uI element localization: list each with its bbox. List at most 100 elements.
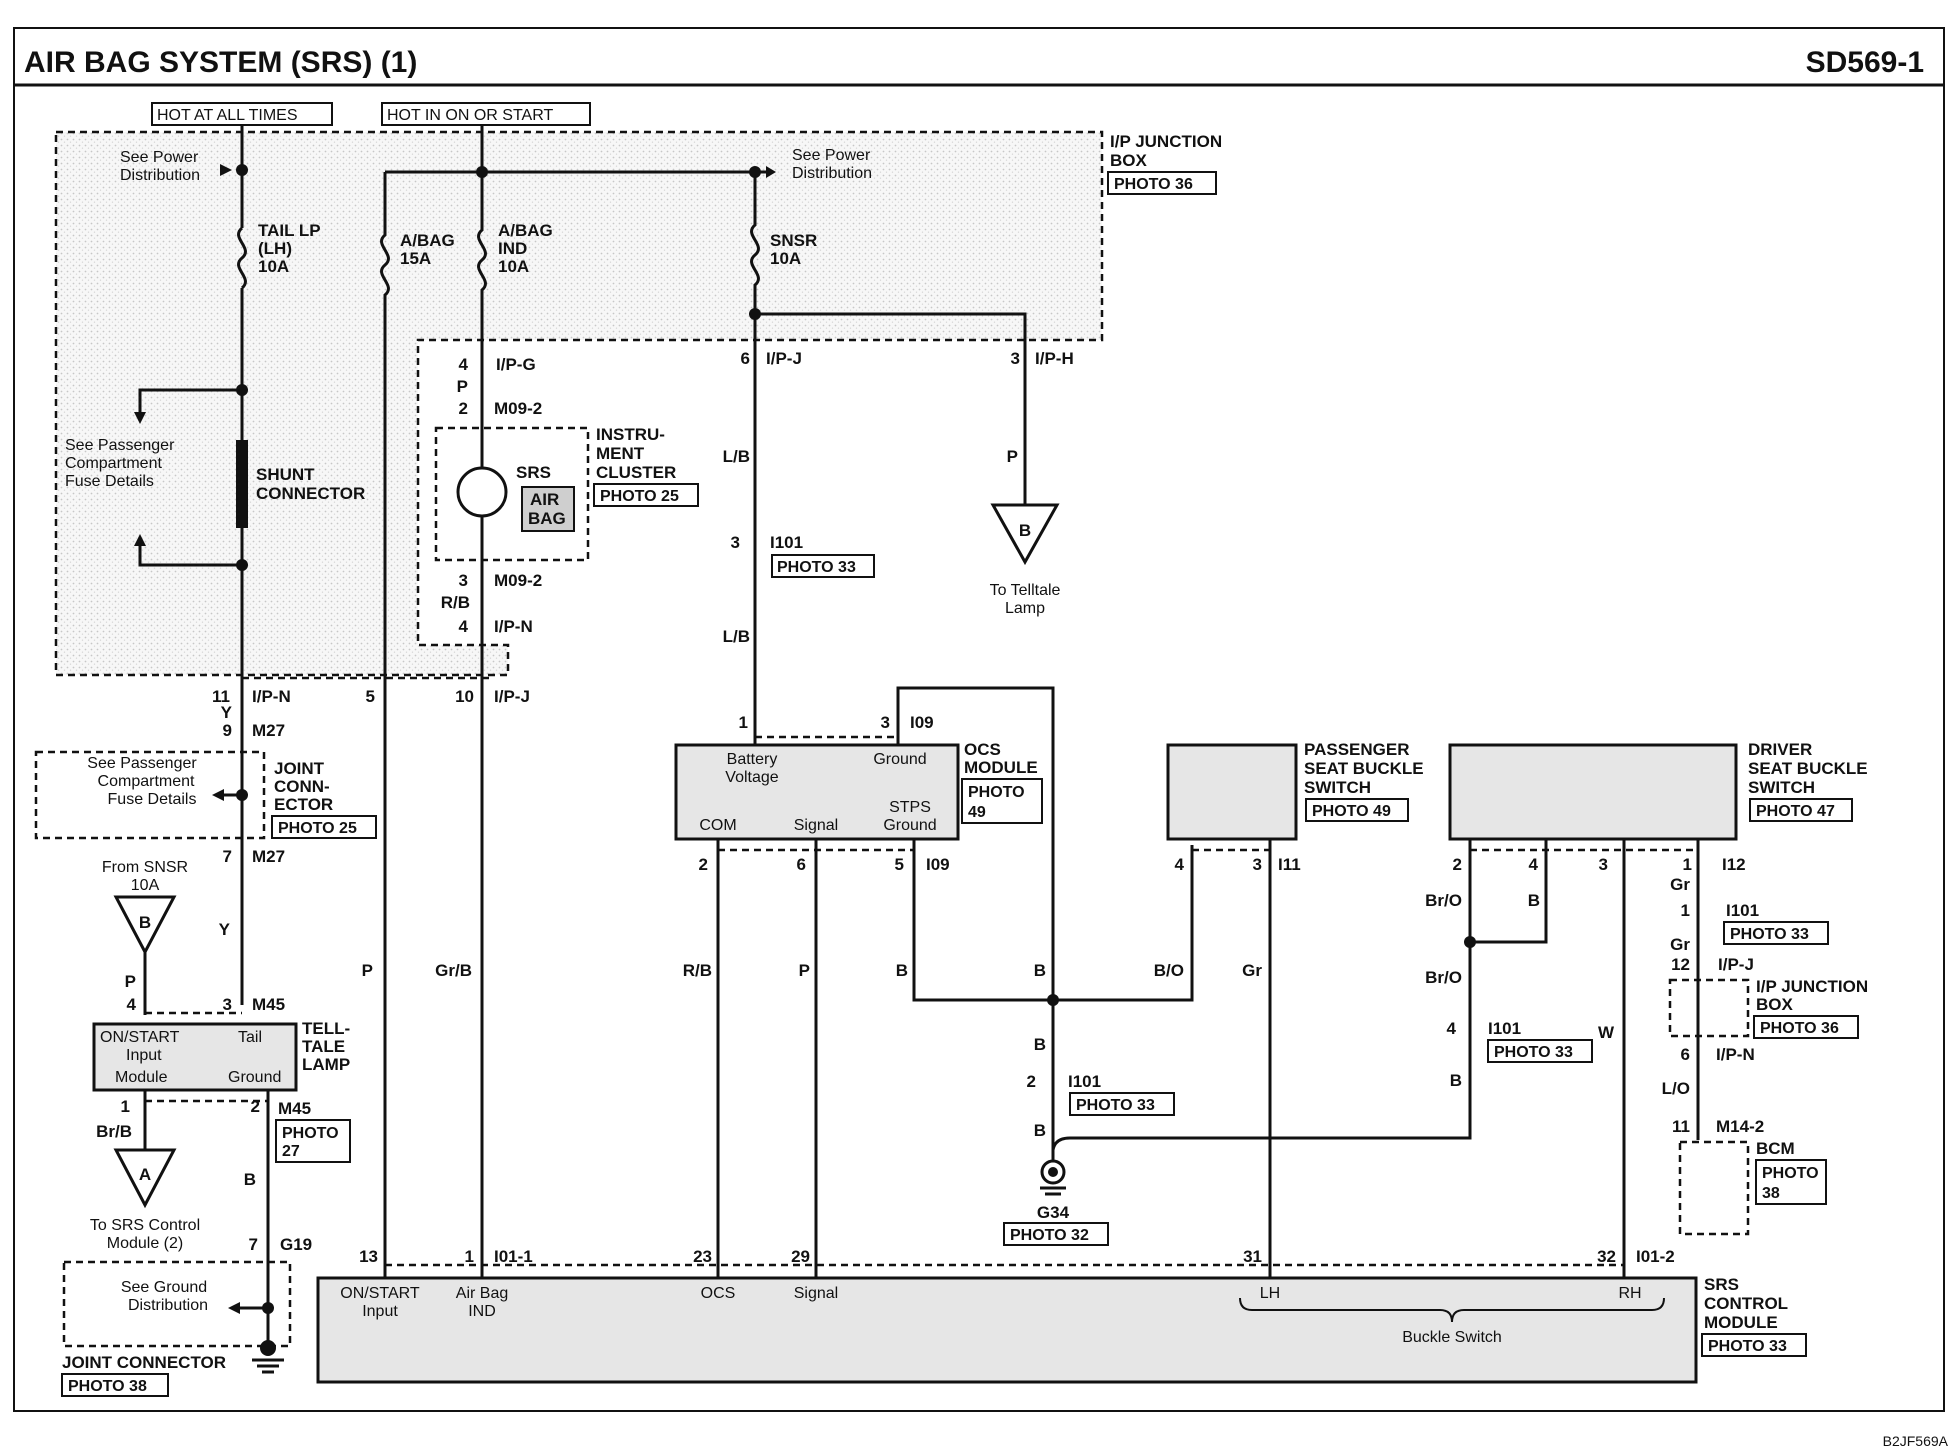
ground-see-2: Distribution [128, 1297, 208, 1314]
drv-seat-label-2: SEAT BUCKLE [1748, 759, 1868, 778]
fuse-abag-label-2: 15A [400, 249, 431, 268]
conn-ipn-b: I/P-N [252, 687, 291, 706]
wire-p-left: P [362, 961, 373, 980]
telltale-to-1: To Telltale [990, 582, 1061, 599]
telltale-input: Input [126, 1047, 162, 1064]
photo-m45-2: 27 [282, 1143, 300, 1160]
pin-i01b: 1 [1681, 901, 1690, 920]
conn-m27a: M27 [252, 721, 285, 740]
srs-control-module [316, 1276, 1698, 1384]
srs-rh: RH [1618, 1285, 1641, 1302]
pin-i11-4: 4 [1175, 855, 1185, 874]
conn-m45a: M45 [252, 995, 285, 1014]
joint1-see-2: Compartment [98, 773, 195, 790]
ocs-photo-1: PHOTO [968, 784, 1025, 801]
offpage-b1: B [1019, 521, 1031, 540]
wire-b2: B [1034, 961, 1046, 980]
wire-p3: P [125, 972, 136, 991]
wire-lo: L/O [1662, 1079, 1690, 1098]
srs-on-start-1: ON/START [340, 1285, 420, 1302]
ocs-label-1: OCS [964, 740, 1001, 759]
conn-ipj-c: I/P-J [1718, 955, 1754, 974]
photo-i01b: PHOTO 33 [1730, 926, 1809, 943]
driver-seat-buckle-switch [1448, 743, 1738, 841]
wire-b6: B [1034, 1121, 1046, 1140]
conn-i01c: I101 [1488, 1019, 1521, 1038]
instrument-cluster [434, 345, 590, 645]
pin-ipj-c: 12 [1671, 955, 1690, 974]
from-snsr-1: From SNSR [102, 859, 188, 876]
diagram-code: SD569-1 [1806, 46, 1924, 79]
conn-ipj-b: I/P-J [494, 687, 530, 706]
conn-i11: I11 [1278, 855, 1301, 874]
joint1-see-3: Fuse Details [108, 791, 197, 808]
srs-buckle: Buckle Switch [1402, 1329, 1502, 1346]
offpage-b2: B [139, 913, 151, 932]
pin-23: 23 [693, 1247, 712, 1266]
pin-ipn-c: 6 [1681, 1045, 1690, 1064]
fuse-snsr-label-1: SNSR [770, 231, 817, 250]
conn-m092a: M09-2 [494, 399, 542, 418]
photo-m45-1: PHOTO [282, 1125, 339, 1142]
pin-5: 5 [366, 687, 375, 706]
telltale-ground: Ground [228, 1069, 281, 1086]
fuse-abag-label-1: A/BAG [400, 231, 455, 250]
to-srs-1: To SRS Control [90, 1217, 200, 1234]
page-title: AIR BAG SYSTEM (SRS) (1) [24, 46, 417, 79]
pin-i12-4: 4 [1529, 855, 1539, 874]
shunt-see-3: Fuse Details [65, 473, 154, 490]
g34-ground [1040, 1150, 1066, 1196]
pin-i09a-1: 1 [739, 713, 748, 732]
ip-junction-box [54, 130, 1104, 677]
photo-i01d: PHOTO 33 [1076, 1097, 1155, 1114]
wire-y2: Y [219, 920, 231, 939]
conn-m092b: M09-2 [494, 571, 542, 590]
joint1-label-1: JOINT [274, 759, 325, 778]
figure-ref: B2JF569A [1883, 1433, 1949, 1449]
wire-rb2: R/B [683, 961, 712, 980]
joint1-see-1: See Passenger [87, 755, 197, 772]
conn-i012: I01-2 [1636, 1247, 1675, 1266]
pin-i12-1: 1 [1683, 855, 1692, 874]
srs-lh: LH [1260, 1285, 1280, 1302]
srs-label-3: MODULE [1704, 1313, 1778, 1332]
telltale-label-2: TALE [302, 1037, 345, 1056]
ip-junction-box-2 [1668, 978, 1750, 1038]
ip-junction-box-label-2: BOX [1110, 151, 1148, 170]
shunt-see-2: Compartment [65, 455, 162, 472]
pin-i09b-6: 6 [797, 855, 806, 874]
telltale-module: Module [115, 1069, 168, 1086]
wire-b5: B [1034, 1035, 1046, 1054]
pin-i01a: 3 [731, 533, 740, 552]
telltale-tail: Tail [238, 1029, 262, 1046]
ocs-module [674, 743, 960, 841]
ground-joint-label: JOINT CONNECTOR [62, 1353, 226, 1372]
offpage-a: A [139, 1165, 151, 1184]
conn-g19: G19 [280, 1235, 312, 1254]
conn-i12: I12 [1722, 855, 1746, 874]
wire-brb: Br/B [96, 1122, 132, 1141]
drv-seat-photo: PHOTO 47 [1756, 803, 1835, 820]
cluster-photo: PHOTO 25 [600, 488, 679, 505]
joint1-label-3: ECTOR [274, 795, 333, 814]
conn-i01a: I101 [770, 533, 803, 552]
pin-i09a-3: 3 [881, 713, 890, 732]
bcm-photo-2: 38 [1762, 1185, 1780, 1202]
pin-13: 13 [359, 1247, 378, 1266]
conn-m27b: M27 [252, 847, 285, 866]
wire-gr2: Gr [1670, 875, 1690, 894]
srs-label-1: SRS [1704, 1275, 1739, 1294]
pin-i12-3: 3 [1599, 855, 1608, 874]
ip-junction-box-photo: PHOTO 36 [1114, 176, 1193, 193]
drv-seat-label-1: DRIVER [1748, 740, 1812, 759]
srs-photo: PHOTO 33 [1708, 1338, 1787, 1355]
from-snsr-2: 10A [131, 877, 160, 894]
pin-m45a-3: 3 [223, 995, 232, 1014]
fuse-abag-ind-label-1: A/BAG [498, 221, 553, 240]
pin-m27a: 9 [223, 721, 232, 740]
pin-29: 29 [791, 1247, 810, 1266]
jbox2-label-2: BOX [1756, 995, 1794, 1014]
ground-joint-connector [62, 1260, 292, 1374]
shunt-label-1: SHUNT [256, 465, 315, 484]
pass-seat-label-2: SEAT BUCKLE [1304, 759, 1424, 778]
